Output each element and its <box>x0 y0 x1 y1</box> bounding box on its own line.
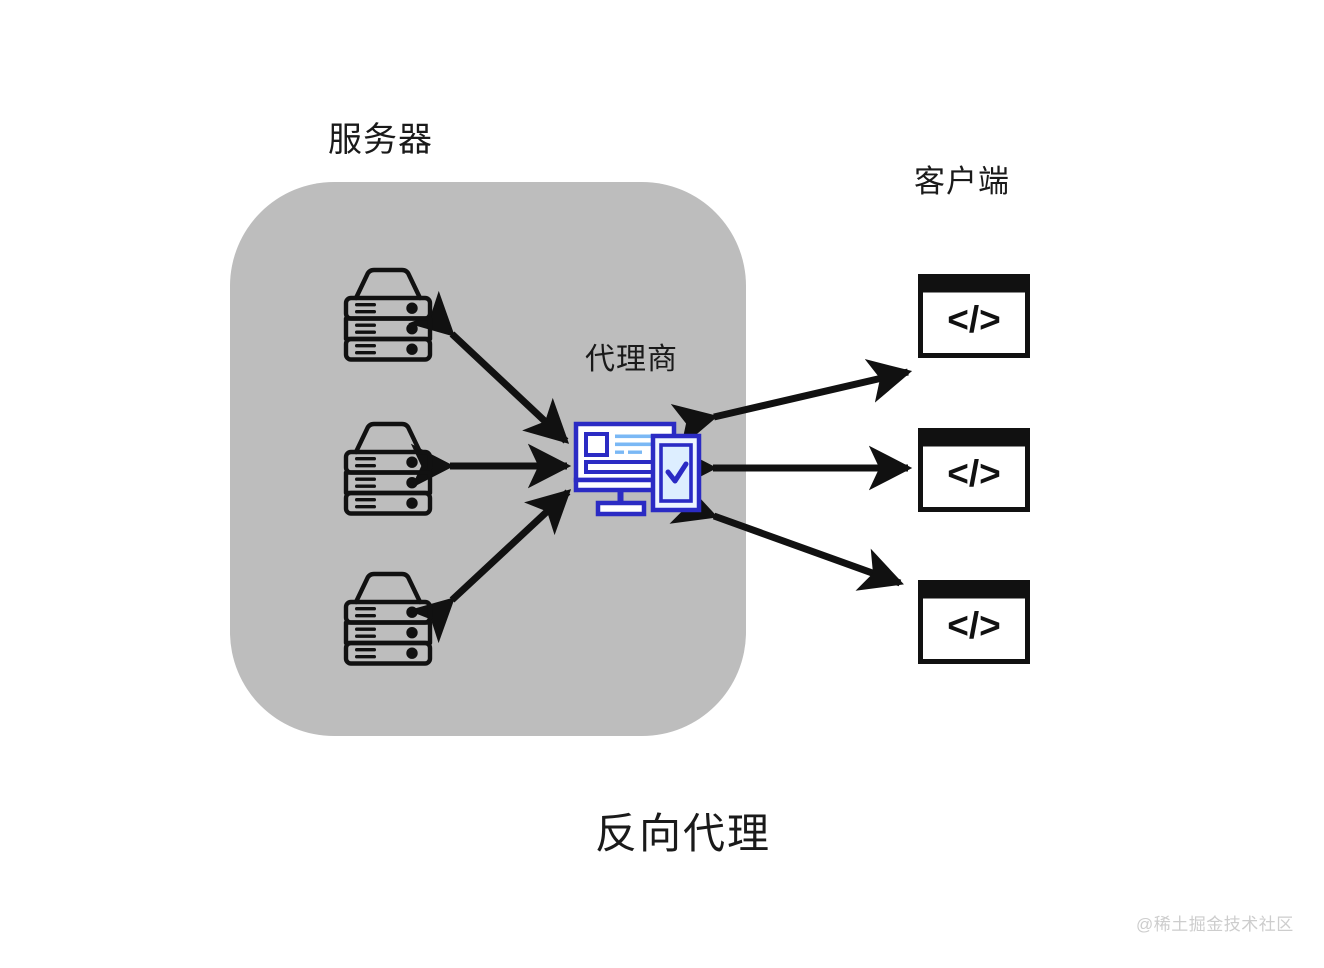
code-browser-icon: </> <box>918 274 1030 358</box>
code-browser-icon: </> <box>918 580 1030 664</box>
client-code-glyph: </> <box>947 453 1001 494</box>
client-group-label: 客户端 <box>914 164 1010 199</box>
diagram-title: 反向代理 <box>595 810 772 857</box>
client-code-glyph: </> <box>947 605 1001 646</box>
proxy-label: 代理商 <box>585 343 678 376</box>
server-rack-icon <box>343 267 433 362</box>
server-node-1[interactable] <box>336 264 440 364</box>
client-node-2[interactable]: </> <box>918 428 1030 512</box>
proxy-node[interactable] <box>572 420 716 520</box>
proxy-monitor-icon <box>573 421 702 517</box>
check-tablet-icon <box>650 433 702 513</box>
client-node-1[interactable]: </> <box>918 274 1030 358</box>
code-browser-icon: </> <box>918 428 1030 512</box>
server-node-3[interactable] <box>336 568 440 668</box>
client-code-glyph: </> <box>947 299 1001 340</box>
server-node-2[interactable] <box>336 418 440 518</box>
server-rack-icon <box>343 571 433 666</box>
server-group-label: 服务器 <box>328 121 433 159</box>
watermark: @稀土掘金技术社区 <box>1136 915 1294 934</box>
server-rack-icon <box>343 421 433 516</box>
client-node-3[interactable]: </> <box>918 580 1030 664</box>
